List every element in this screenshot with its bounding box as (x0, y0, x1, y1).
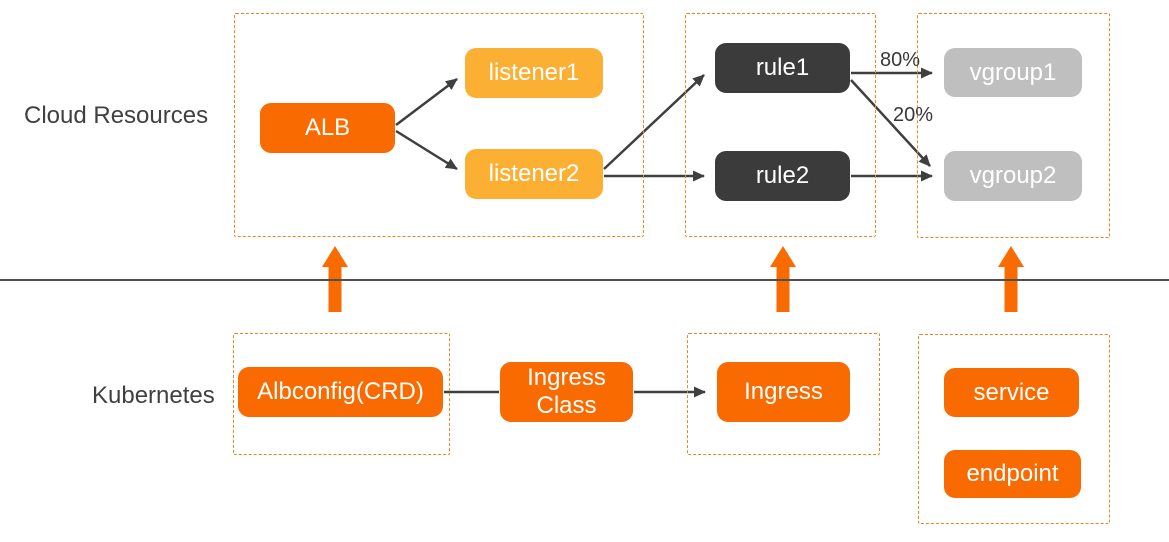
layer-divider-line (0, 279, 1169, 281)
node-rule2: rule2 (715, 151, 850, 201)
node-alb: ALB (260, 103, 395, 153)
node-listener2: listener2 (465, 149, 603, 199)
node-ingress-class: Ingress Class (500, 362, 633, 422)
weight-label-80pct: 80% (880, 49, 921, 71)
node-albconfig-crd: Albconfig(CRD) (238, 367, 443, 417)
cloud-resources-label: Cloud Resources (24, 102, 209, 129)
node-endpoint: endpoint (944, 450, 1081, 498)
node-service: service (944, 368, 1079, 417)
weight-label-20pct: 20% (893, 104, 934, 126)
node-vgroup1: vgroup1 (944, 48, 1082, 97)
group-albconfig (233, 333, 450, 455)
node-rule1: rule1 (715, 43, 850, 93)
group-service-endpoint (918, 334, 1110, 524)
group-alb-listeners (234, 13, 644, 237)
group-rules (685, 13, 876, 237)
kubernetes-label: Kubernetes (92, 382, 215, 409)
node-vgroup2: vgroup2 (944, 151, 1082, 201)
group-vgroups (917, 13, 1110, 238)
node-listener1: listener1 (465, 48, 603, 98)
group-ingress (687, 333, 880, 455)
node-ingress: Ingress (717, 362, 850, 422)
